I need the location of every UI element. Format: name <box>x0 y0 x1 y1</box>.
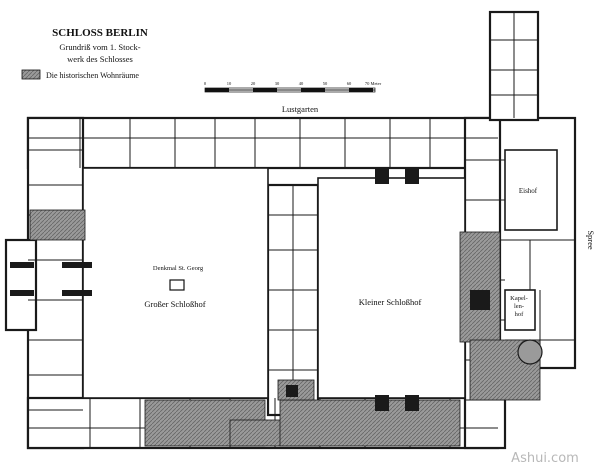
label-denkmal: Denkmal St. Georg <box>153 265 204 272</box>
corner-tower <box>517 339 543 365</box>
label-kleiner-schlosshof: Kleiner Schloßhof <box>359 297 422 307</box>
label-kapellenhof-2: len- <box>514 303 524 310</box>
legend-swatch <box>21 69 41 80</box>
scale-tick-label: 10 <box>227 81 232 86</box>
label-kapellenhof-1: Kapel- <box>510 295 528 302</box>
label-spree: Spree <box>586 230 596 250</box>
plan-subtitle-line1: Grundriß vom 1. Stock- <box>59 42 140 52</box>
scale-tick-label: 0 <box>204 81 207 86</box>
historic-rooms <box>29 209 541 447</box>
watermark: Ashui.com <box>511 451 579 466</box>
scale-tick-label: 40 <box>299 81 304 86</box>
scale-tick-label: 30 <box>275 81 280 86</box>
legend: Die historischen Wohnräume <box>21 69 139 80</box>
label-eishof: Eishof <box>519 187 538 195</box>
plan-title: SCHLOSS BERLIN <box>52 27 148 39</box>
label-grosser-schlosshof: Großer Schloßhof <box>144 299 205 309</box>
label-lustgarten: Lustgarten <box>282 104 319 114</box>
scale-bar: 0 10 20 30 40 50 60 70 Meter <box>204 81 382 93</box>
title-block: SCHLOSS BERLIN Grundriß vom 1. Stock- we… <box>52 27 148 64</box>
scale-tick-label: 60 <box>347 81 352 86</box>
courtyard-small <box>317 177 466 399</box>
courtyard-eishof <box>504 149 558 231</box>
scale-tick-label: 50 <box>323 81 328 86</box>
scale-tick-label: 20 <box>251 81 256 86</box>
plan-subtitle-line2: werk des Schlosses <box>67 54 133 64</box>
courtyard-large <box>82 167 269 399</box>
stairwells <box>10 168 490 411</box>
scale-tick-label: 70 Meter <box>365 81 382 86</box>
label-kapellenhof-3: hof <box>515 311 525 318</box>
legend-label: Die historischen Wohnräume <box>46 71 139 80</box>
courtyards <box>82 149 558 399</box>
monument-marker <box>169 279 185 291</box>
courtyard-kapellenhof <box>504 289 536 331</box>
